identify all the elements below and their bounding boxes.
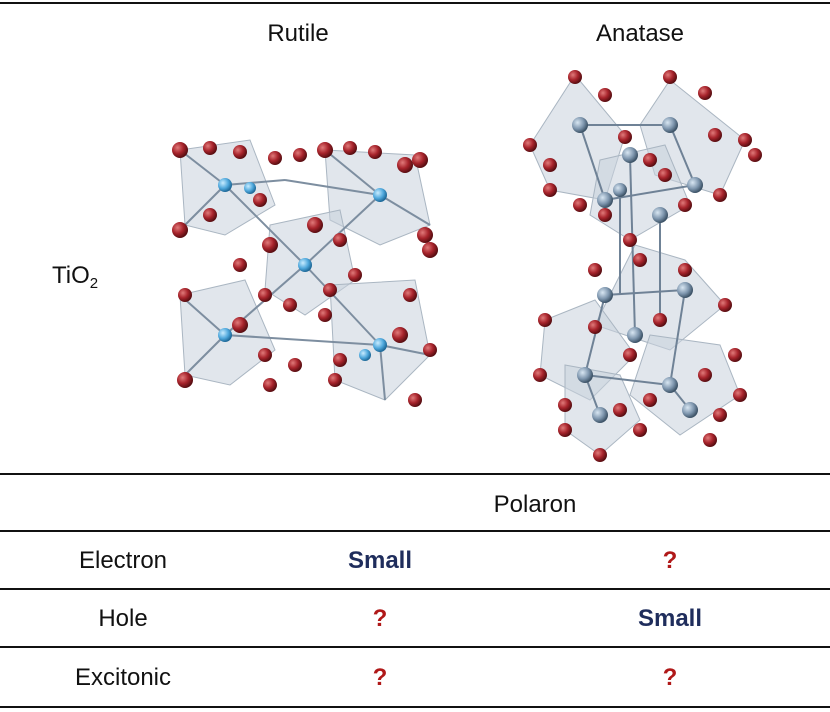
row-rule-1 bbox=[0, 588, 830, 590]
row-label-hole: Hole bbox=[98, 605, 148, 632]
anatase-ti-atoms bbox=[572, 117, 703, 423]
row-label-tio2: TiO2 bbox=[52, 262, 99, 292]
bottom-rule bbox=[0, 706, 830, 708]
anatase-bonds bbox=[579, 124, 696, 416]
electron-rutile-cell: Small bbox=[347, 547, 413, 574]
rutile-ti-atoms bbox=[218, 178, 387, 361]
hole-rutile-cell: ? bbox=[372, 605, 388, 632]
row-label-electron: Electron bbox=[78, 547, 168, 574]
rutile-o-atoms bbox=[172, 141, 438, 407]
polaron-header: Polaron bbox=[493, 491, 577, 518]
anatase-o-atoms bbox=[523, 70, 762, 462]
top-rule bbox=[0, 2, 830, 4]
table-top-rule bbox=[0, 473, 830, 475]
rutile-bonds bbox=[179, 149, 431, 401]
anatase-structure bbox=[523, 70, 762, 462]
header-rutile: Rutile bbox=[267, 20, 329, 47]
excitonic-rutile-cell: ? bbox=[372, 664, 388, 691]
header-anatase: Anatase bbox=[595, 20, 685, 47]
header-rule bbox=[0, 530, 830, 532]
row-rule-2 bbox=[0, 646, 830, 648]
hole-anatase-cell: Small bbox=[637, 605, 703, 632]
rutile-structure bbox=[172, 139, 438, 407]
row-label-excitonic: Excitonic bbox=[74, 664, 172, 691]
electron-anatase-cell: ? bbox=[662, 547, 678, 574]
excitonic-anatase-cell: ? bbox=[662, 664, 678, 691]
